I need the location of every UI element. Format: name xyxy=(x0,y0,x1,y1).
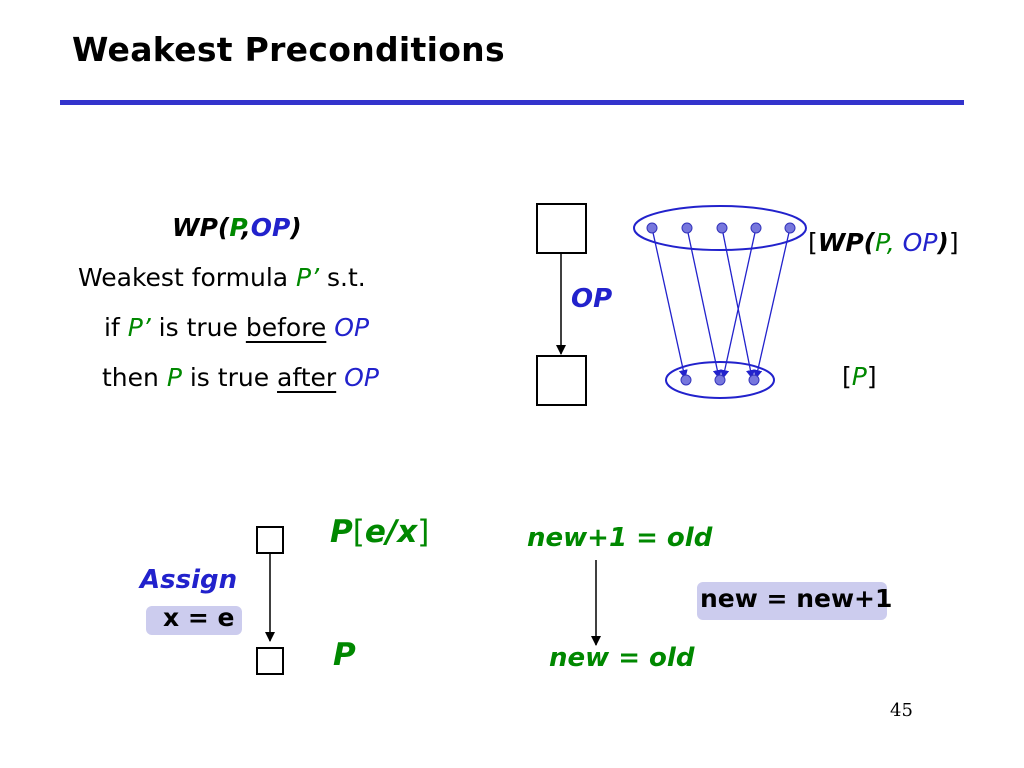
def-line-2-p: P’ xyxy=(127,313,151,342)
wp-p: P xyxy=(229,213,242,242)
def-line-3: then P is true after OP xyxy=(102,363,379,392)
wp-set-close-paren: ) xyxy=(937,228,949,257)
state-dot xyxy=(748,374,760,386)
mapping-arrow xyxy=(721,227,755,379)
def-line-3-then: then xyxy=(102,363,167,392)
wp-close: ) xyxy=(290,213,302,242)
state-dot xyxy=(750,222,762,234)
wp-set-wp: WP( xyxy=(817,228,876,257)
page-number: 45 xyxy=(890,700,913,721)
def-line-2-mid: is true xyxy=(150,313,246,342)
def-line-3-p: P xyxy=(166,363,182,392)
wp-set-ellipse xyxy=(633,205,807,251)
pre-state-box xyxy=(536,203,587,254)
wp-heading: WP(P,OP) xyxy=(172,213,302,242)
wp-set-label: [WP(P, OP)] xyxy=(808,228,959,257)
title-rule xyxy=(60,100,964,105)
p-set-ellipse xyxy=(665,361,775,399)
assign-pre-e: e xyxy=(364,514,386,550)
def-line-2-op: OP xyxy=(334,313,370,342)
def-line-3-after: after xyxy=(277,363,337,392)
assign-stmt-highlight xyxy=(146,606,242,635)
assign-pre-bracket-open: [ xyxy=(352,514,365,550)
example-stmt-highlight xyxy=(697,582,887,620)
example-statement: new = new+1 xyxy=(700,584,893,613)
wp-set-open: [ xyxy=(808,228,818,257)
state-dot xyxy=(716,222,728,234)
slide-title: Weakest Preconditions xyxy=(72,30,505,69)
assign-pre-box xyxy=(256,526,284,554)
op-label: OP xyxy=(571,284,613,314)
assign-post-box xyxy=(256,647,284,675)
p-set-open: [ xyxy=(842,362,852,391)
wp-set-p: P xyxy=(875,228,887,257)
assign-pre-x: x xyxy=(397,514,418,550)
def-line-3-op: OP xyxy=(344,363,379,392)
assign-label: Assign xyxy=(140,565,238,595)
assign-pre-p: P xyxy=(330,514,353,550)
def-line-1-p: P’ xyxy=(296,263,320,292)
state-dot xyxy=(784,222,796,234)
wp-prefix: WP( xyxy=(172,213,230,242)
assign-pre-condition: P[e/x] xyxy=(330,514,429,550)
mapping-arrow xyxy=(753,227,791,379)
def-line-3-mid: is true xyxy=(181,363,278,392)
def-line-1-text: Weakest formula xyxy=(78,263,297,292)
example-pre-condition: new+1 = old xyxy=(527,523,713,553)
state-dot xyxy=(681,222,693,234)
wp-comma: , xyxy=(241,213,251,242)
wp-set-op: OP xyxy=(902,228,938,257)
mapping-arrow xyxy=(651,227,688,379)
p-set-label: [P] xyxy=(842,362,877,391)
wp-op: OP xyxy=(250,213,291,242)
assign-pre-bracket-close: ] xyxy=(417,514,430,550)
state-dot xyxy=(646,222,658,234)
def-line-2-before: before xyxy=(245,313,327,342)
def-line-2: if P’ is true before OP xyxy=(104,313,369,342)
def-line-1-st: s.t. xyxy=(319,263,366,292)
example-post-condition: new = old xyxy=(549,643,695,673)
state-dot xyxy=(714,374,726,386)
def-line-2-if: if xyxy=(104,313,128,342)
mapping-arrow xyxy=(686,227,722,379)
assign-post-condition: P xyxy=(333,637,356,673)
wp-set-close: ] xyxy=(948,228,959,257)
mapping-arrow xyxy=(720,227,757,379)
state-dot xyxy=(680,374,692,386)
p-set-close: ] xyxy=(866,362,877,391)
p-set-p: P xyxy=(851,362,867,391)
assign-statement: x = e xyxy=(163,603,235,632)
post-state-box xyxy=(536,355,587,406)
wp-set-comma: , xyxy=(886,228,903,257)
assign-pre-slash: / xyxy=(385,514,398,550)
def-line-1: Weakest formula P’ s.t. xyxy=(78,263,366,292)
